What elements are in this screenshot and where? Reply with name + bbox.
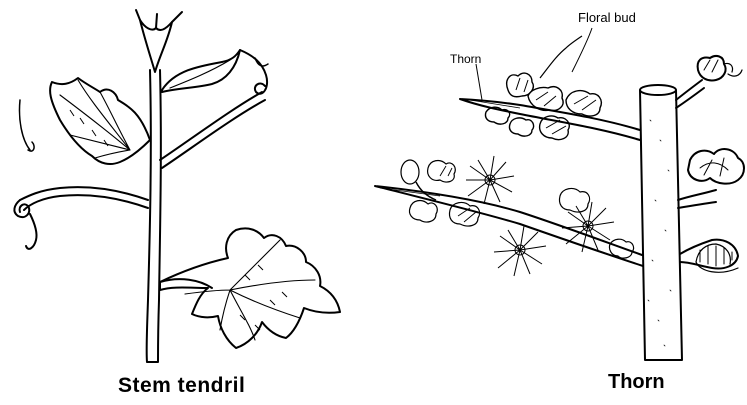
starburst-flower-2 xyxy=(494,226,546,276)
right-flower-cluster xyxy=(688,149,744,184)
stem-tendril-drawing xyxy=(14,10,340,362)
upper-flower-row xyxy=(485,36,601,140)
right-branch xyxy=(160,92,265,168)
upper-left-leaf xyxy=(50,78,150,164)
upper-right-spur xyxy=(676,80,704,108)
stem-tendril-caption: Stem tendril xyxy=(118,374,245,398)
thorn-leader xyxy=(476,64,482,100)
right-spur xyxy=(678,190,716,208)
lower-right-leaf xyxy=(160,228,340,348)
trunk-top xyxy=(640,85,676,95)
main-trunk xyxy=(640,90,682,360)
thorn-drawing xyxy=(375,56,744,360)
left-bud xyxy=(401,160,419,184)
lower-flower-row xyxy=(401,156,634,276)
upper-right-tendril xyxy=(240,50,267,94)
thorn-caption: Thorn xyxy=(608,371,665,394)
left-branch xyxy=(20,187,148,210)
main-stem xyxy=(147,70,161,362)
starburst-flower-1 xyxy=(466,156,514,204)
lower-thorn xyxy=(375,186,643,266)
floral-bud-leader xyxy=(572,28,592,72)
floral-bud-label: Floral bud xyxy=(578,10,636,25)
upper-right-bud xyxy=(698,56,726,81)
upper-right-leaf xyxy=(162,50,240,92)
thorn-label: Thorn xyxy=(450,52,481,66)
